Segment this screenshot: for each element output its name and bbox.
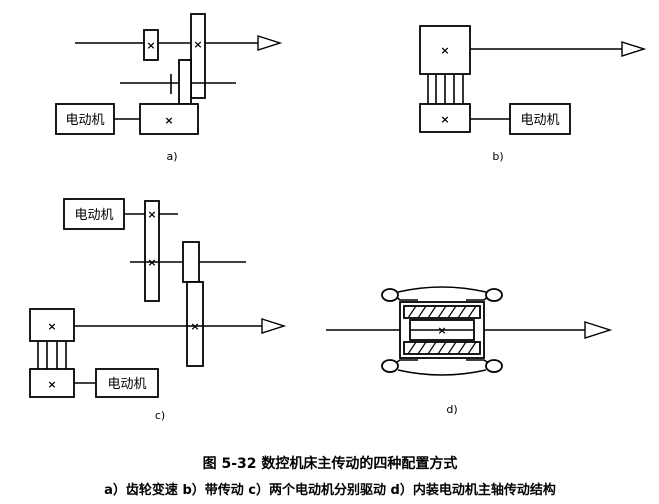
panel-d-bottom-left-bearing <box>381 359 399 373</box>
panel-d-hatch <box>427 341 437 355</box>
panel-d-spindle-arrow <box>584 321 613 339</box>
panel-c-spindle-arrow <box>261 318 287 334</box>
panel-d-built-in-motor-spindle: × d) <box>326 286 613 416</box>
panel-b-lower-pulley <box>419 103 471 133</box>
panel-a-motor-gear-mark: × <box>164 114 173 127</box>
panel-b-belt-transmission: × × 电动机 b) <box>419 25 647 163</box>
panel-a-label: a) <box>166 150 177 163</box>
panel-a-spindle-arrow <box>257 35 283 51</box>
panel-c-spindle-gear <box>186 281 204 367</box>
panel-d-hatch <box>467 305 477 319</box>
panel-d-hatch <box>457 341 467 355</box>
panel-b-spindle-arrow <box>621 41 647 57</box>
panel-d-rotor-mark: × <box>437 324 446 337</box>
panel-d-hatch <box>407 305 417 319</box>
panel-d-hatch <box>417 341 427 355</box>
panel-a-sliding-gear <box>178 59 192 105</box>
panel-a-gear-large <box>190 13 206 99</box>
panel-c-top-motor <box>63 198 125 230</box>
panel-d-top-right-bearing <box>485 288 503 302</box>
panel-c-bottom-motor-label: 电动机 <box>107 377 146 392</box>
panel-d-hatch <box>467 341 477 355</box>
panel-a-gear-small-mark: × <box>146 39 155 52</box>
panel-d-top-housing-curve <box>397 286 487 293</box>
panel-c-label: c) <box>155 409 165 422</box>
panel-d-hatch <box>407 341 417 355</box>
panel-d-hatch <box>427 305 437 319</box>
panel-a-gear-large-mark: × <box>193 38 202 51</box>
panel-d-hatch <box>417 305 427 319</box>
panel-a-gear-small <box>143 29 159 61</box>
panel-a-motor-gear <box>139 103 199 135</box>
panel-b-lower-pulley-mark: × <box>440 113 449 126</box>
panel-d-hatch <box>447 341 457 355</box>
figure-title: 图 5-32 数控机床主传动的四种配置方式 <box>203 455 458 472</box>
panel-d-bottom-housing-curve <box>397 369 487 376</box>
panel-d-hatch <box>437 305 447 319</box>
panel-b-upper-pulley-mark: × <box>440 44 449 57</box>
panel-d-bottom-right-bearing <box>485 359 503 373</box>
panel-c-top-motor-label: 电动机 <box>74 208 113 223</box>
panel-d-hatch <box>437 341 447 355</box>
panel-c-upper-pulley-mark: × <box>47 320 56 333</box>
panel-a-gear-transmission: × × × 电动机 a) <box>55 13 283 163</box>
panel-c-gear-column <box>144 200 160 302</box>
panel-c-bottom-motor <box>95 368 159 398</box>
panel-a-motor-label: 电动机 <box>65 113 104 128</box>
panel-c-lower-pulley <box>29 368 75 398</box>
panel-d-hatch <box>457 305 467 319</box>
panel-b-motor-label: 电动机 <box>520 113 559 128</box>
panel-b-motor <box>509 103 571 135</box>
panel-d-label: d) <box>446 403 457 416</box>
panel-a-motor <box>55 103 115 135</box>
panel-b-upper-pulley <box>419 25 471 75</box>
panel-c-two-motors: 电动机 × × × × × 电动机 c) <box>29 198 287 422</box>
figure-subcaptions: a）齿轮变速 b）带传动 c）两个电动机分别驱动 d）内装电动机主轴传动结构 <box>104 482 556 498</box>
panel-c-lower-pulley-mark: × <box>47 378 56 391</box>
panel-c-gear-mark-top: × <box>147 208 156 221</box>
panel-d-top-left-bearing <box>381 288 399 302</box>
panel-c-upper-pulley <box>29 308 75 342</box>
panel-c-sliding-gear <box>182 241 200 283</box>
panel-b-label: b) <box>492 150 503 163</box>
panel-d-hatch <box>447 305 457 319</box>
